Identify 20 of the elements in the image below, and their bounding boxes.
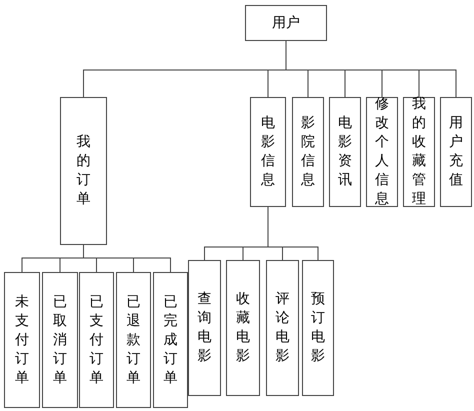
module-box: 我的收藏管理 — [403, 97, 435, 207]
module-box: 已取消订单 — [42, 272, 78, 408]
module-box: 已退款订单 — [116, 272, 151, 408]
module-box: 已完成订单 — [153, 272, 188, 408]
module-box: 修改个人信息 — [366, 97, 398, 207]
connector-line — [286, 40, 456, 98]
module-box: 影院信息 — [292, 97, 324, 207]
module-box: 我的订单 — [60, 97, 107, 245]
module-box: 评论电影 — [266, 260, 299, 396]
root-box: 用户 — [245, 5, 327, 41]
module-box: 预订电影 — [302, 260, 334, 396]
module-box: 电影信息 — [250, 97, 286, 207]
connector-line — [268, 206, 318, 260]
module-box: 未支付订单 — [4, 272, 40, 408]
module-box: 查询电影 — [188, 260, 221, 396]
module-box: 用户充值 — [440, 97, 472, 207]
module-box: 收藏电影 — [226, 260, 260, 396]
connector-line — [83, 244, 171, 272]
module-box: 电影资讯 — [329, 97, 361, 207]
module-box: 已支付订单 — [79, 272, 114, 408]
